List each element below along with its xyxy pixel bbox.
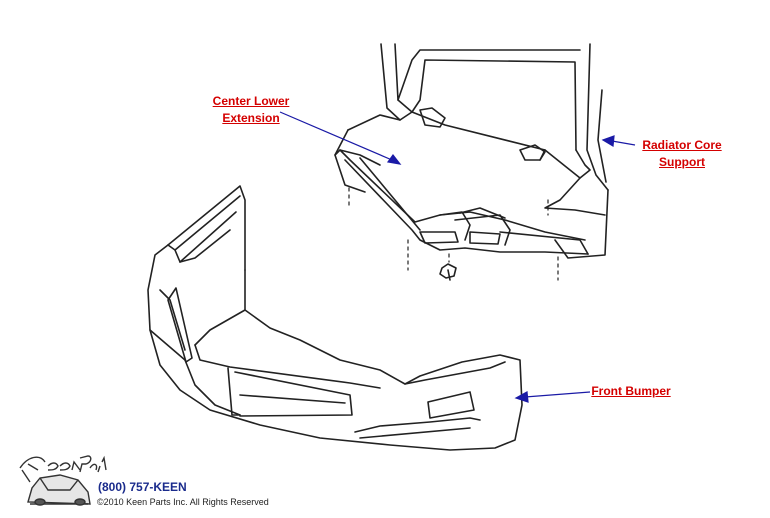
leader-lines (279, 111, 636, 403)
front-bumper-text: Front Bumper (591, 384, 671, 398)
phone-number: (800) 757-KEEN (98, 480, 187, 494)
radiator-core-support-line-1: Radiator Core (642, 138, 722, 152)
center-lower-extension-line-1: Center Lower (212, 94, 290, 108)
fastener-drawing (439, 263, 457, 281)
copyright-notice: ©2010 Keen Parts Inc. All Rights Reserve… (97, 497, 269, 507)
radiator-core-support-drawing (380, 43, 609, 259)
radiator-core-support-line-2: Support (659, 155, 705, 169)
guide-lines (348, 187, 559, 281)
front-bumper-drawing (147, 185, 523, 451)
center-lower-extension-line-2: Extension (222, 111, 280, 125)
front-bumper-label[interactable]: Front Bumper (589, 383, 673, 400)
arrowhead-icon (514, 391, 529, 403)
center-lower-extension-label[interactable]: Center Lower Extension (206, 93, 296, 127)
radiator-core-support-label[interactable]: Radiator Core Support (636, 137, 728, 171)
arrowhead-icon (601, 135, 615, 148)
arrowhead-icon (386, 153, 402, 165)
center-lower-extension-drawing (334, 111, 589, 255)
keen-parts-logo-icon (19, 455, 107, 506)
